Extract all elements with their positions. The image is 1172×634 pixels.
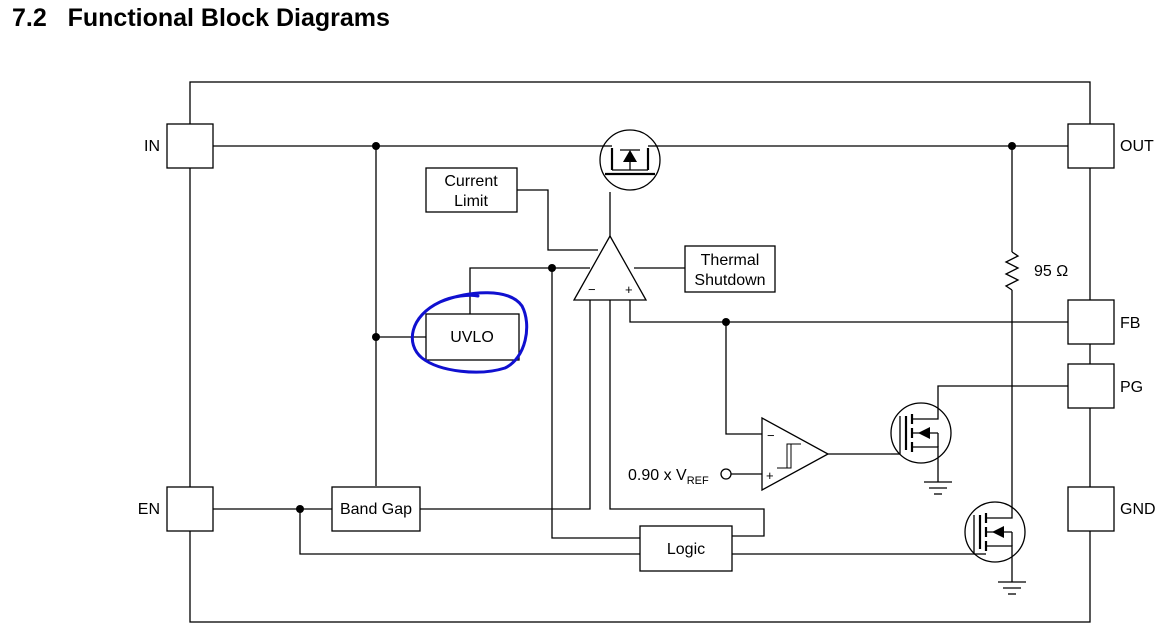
resistor-label: 95 Ω [1034, 263, 1068, 280]
band-gap-block [331, 486, 421, 532]
thermal-shutdown-block [684, 245, 776, 293]
discharge-fet-symbol [964, 501, 1026, 563]
section-number: 7.2 [12, 4, 47, 32]
uvlo-label: UVLO [450, 329, 494, 346]
section-title: Functional Block Diagrams [67, 4, 390, 32]
pg-fet-symbol [890, 402, 952, 464]
pin-fb-label: FB [1120, 315, 1140, 332]
pass-fet-symbol [599, 129, 661, 191]
error-amp-minus: − [588, 282, 596, 297]
pin-gnd-box [1067, 486, 1115, 532]
pin-en-label: EN [138, 501, 160, 518]
current-limit-label-line2: Limit [454, 193, 488, 210]
chip-outline [189, 81, 1091, 623]
logic-block [639, 525, 733, 572]
uvlo-block [425, 313, 520, 361]
pin-out-label: OUT [1120, 138, 1154, 155]
pin-out-box [1067, 123, 1115, 169]
error-amp-plus: + [625, 282, 633, 297]
vref-terminal [720, 468, 732, 480]
uvlo-annotation-circle [410, 291, 529, 374]
thermal-shutdown-label-line2: Shutdown [694, 272, 765, 289]
comparator-plus: + [766, 468, 774, 483]
current-limit-block [425, 167, 518, 213]
current-limit-label-line1: Current [444, 173, 498, 190]
ground-symbol-pg [924, 481, 952, 495]
ground-symbol-discharge [998, 581, 1026, 595]
pin-in-box [166, 123, 214, 169]
pin-in-label: IN [144, 138, 160, 155]
error-amplifier: − + [572, 234, 648, 301]
pin-pg-box [1067, 363, 1115, 409]
pin-fb-box [1067, 299, 1115, 345]
thermal-shutdown-label-line1: Thermal [701, 252, 760, 269]
comparator-minus: − [767, 428, 775, 443]
pin-en-box [166, 486, 214, 532]
vref-label: 0.90 x VREF [628, 467, 709, 487]
pg-comparator: − + [761, 416, 830, 492]
logic-label: Logic [667, 541, 705, 558]
band-gap-label: Band Gap [340, 501, 412, 518]
pin-gnd-label: GND [1120, 501, 1156, 518]
section-heading: 7.2 Functional Block Diagrams [12, 4, 390, 33]
pin-pg-label: PG [1120, 379, 1143, 396]
junction-dots [296, 142, 1016, 513]
wires [213, 145, 1068, 582]
